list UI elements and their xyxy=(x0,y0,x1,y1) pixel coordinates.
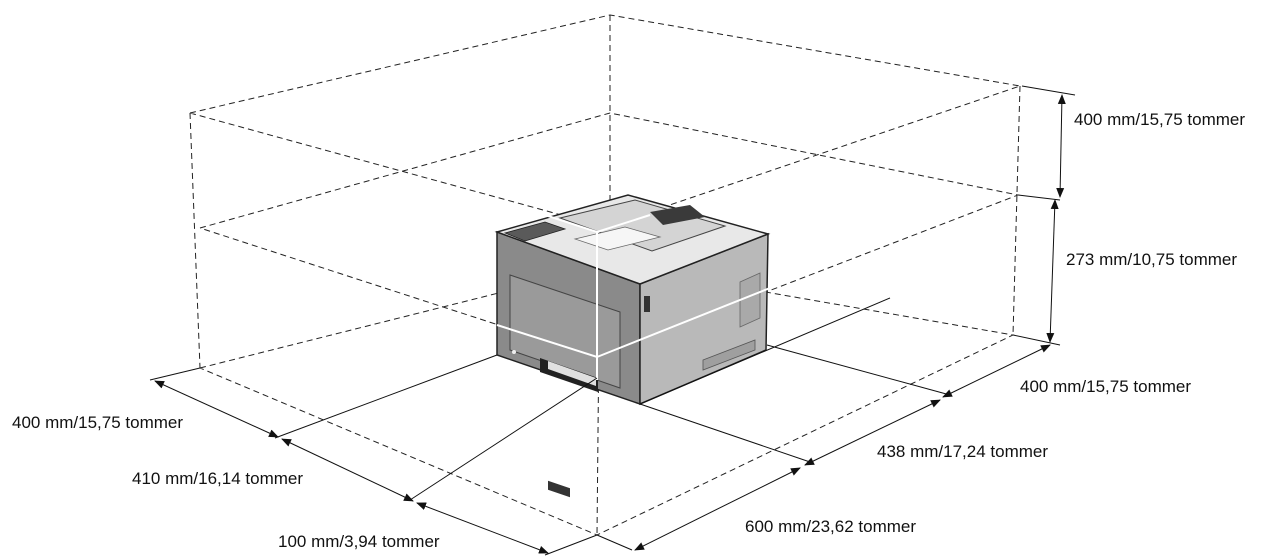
label-printer-depth: 410 mm/16,14 tommer xyxy=(132,469,303,488)
arrow-left-side-clearance xyxy=(154,380,279,438)
dimension-arrows xyxy=(154,94,1066,554)
label-right-side-clearance: 400 mm/15,75 tommer xyxy=(1020,377,1191,396)
label-top-clearance: 400 mm/15,75 tommer xyxy=(1074,110,1245,129)
label-left-side-clearance: 400 mm/15,75 tommer xyxy=(12,413,183,432)
arrow-printer-width xyxy=(804,399,941,466)
dimension-labels: 400 mm/15,75 tommer 273 mm/10,75 tommer … xyxy=(12,110,1245,551)
arrow-printer-depth xyxy=(281,438,414,502)
label-printer-width: 438 mm/17,24 tommer xyxy=(877,442,1048,461)
label-rear-clearance: 100 mm/3,94 tommer xyxy=(278,532,440,551)
arrow-top-clearance xyxy=(1056,94,1066,198)
printer-illustration xyxy=(494,194,771,498)
arrow-front-clearance xyxy=(634,467,801,551)
arrow-right-side-clearance xyxy=(942,344,1051,398)
arrow-rear-clearance xyxy=(416,502,549,554)
extension-lines xyxy=(149,85,1076,556)
label-printer-height: 273 mm/10,75 tommer xyxy=(1066,250,1237,269)
label-front-clearance: 600 mm/23,62 tommer xyxy=(745,517,916,536)
arrow-printer-height xyxy=(1046,199,1059,343)
